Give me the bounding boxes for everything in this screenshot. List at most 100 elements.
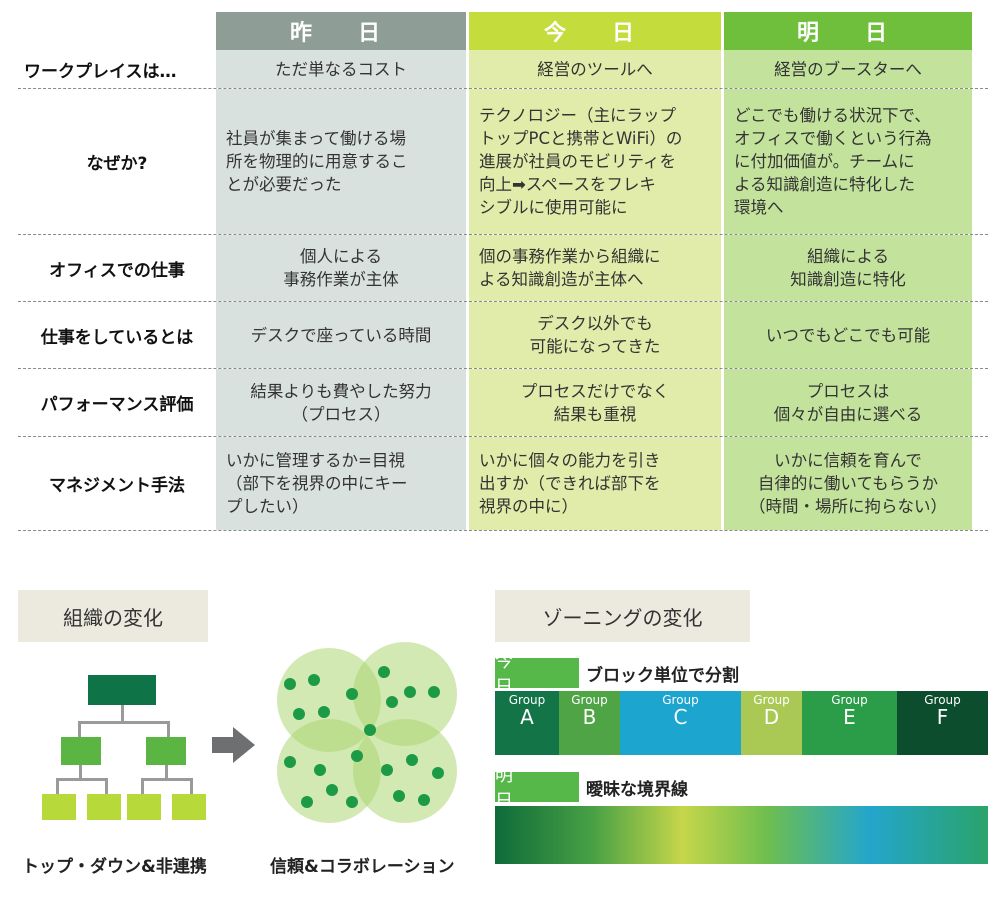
header-tomorrow: 明 日	[724, 12, 972, 50]
cell-text: いかに個々の能力を引き 出すか（できれば部下を 視界の中に）	[479, 451, 661, 516]
group-word: Group	[753, 693, 790, 707]
row-label: 仕事をしているとは	[40, 327, 194, 348]
cell-today: プロセスだけでなく 結果も重視	[469, 369, 721, 436]
cell-text: どこでも働ける状況下で、 オフィスで働くという行為 に付加価値が。チームに よる…	[734, 106, 932, 217]
collaboration-circles	[277, 642, 457, 823]
cell-text: 経営のブースターへ	[774, 59, 922, 79]
group-block-e: Group E	[802, 691, 897, 755]
group-block-f: Group F	[897, 691, 988, 755]
group-word: Group	[508, 693, 546, 707]
connector-line	[190, 778, 193, 794]
cell-today: 経営のツールへ	[469, 50, 721, 88]
cell-today: 個の事務作業から組織に よる知識創造が主体へ	[469, 235, 721, 301]
top-node	[88, 675, 156, 705]
cell-yesterday: 結果よりも費やした努力 （プロセス）	[216, 369, 466, 436]
group-block-c: Group C	[620, 691, 741, 755]
cell-tomorrow: いかに信頼を育んで 自律的に働いてもらうか （時間・場所に拘らない）	[724, 437, 972, 530]
tomorrow-tag: 明 日	[495, 765, 579, 812]
header-spacer	[18, 12, 216, 50]
cell-text: 経営のツールへ	[537, 59, 653, 79]
cell-text: デスク以外でも 可能になってきた	[529, 314, 661, 356]
middle-node	[146, 737, 186, 765]
cell-tomorrow: いつでもどこでも可能	[724, 302, 972, 368]
connector-line	[165, 765, 168, 779]
group-word: Group	[924, 693, 961, 707]
comparison-table: 昨 日 今 日 明 日 ワークプレイスは… ただ単なるコスト 経営のツールへ 経…	[18, 12, 988, 531]
connector-line	[105, 778, 108, 794]
cell-yesterday: 社員が集まって働ける場 所を物理的に用意するこ とが必要だった	[216, 89, 466, 234]
collab-circle	[353, 719, 457, 823]
bottom-node	[87, 794, 121, 820]
table-row: パフォーマンス評価 結果よりも費やした努力 （プロセス） プロセスだけでなく 結…	[18, 369, 988, 437]
connector-line	[141, 778, 193, 781]
cell-today: いかに個々の能力を引き 出すか（できれば部下を 視界の中に）	[469, 437, 721, 530]
connector-line	[56, 778, 59, 794]
bottom-node	[127, 794, 161, 820]
table-row: ワークプレイスは… ただ単なるコスト 経営のツールへ 経営のブースターへ	[18, 50, 988, 89]
cell-text: 個の事務作業から組織に よる知識創造が主体へ	[479, 247, 661, 289]
cell-yesterday: デスクで座っている時間	[216, 302, 466, 368]
group-letter: D	[763, 705, 780, 729]
table-row: マネジメント手法 いかに管理するか=目視 （部下を視界の中にキー プしたい） い…	[18, 437, 988, 531]
group-block-a: Group A	[495, 691, 559, 755]
cell-yesterday: ただ単なるコスト	[216, 50, 466, 88]
cell-yesterday: いかに管理するか=目視 （部下を視界の中にキー プしたい）	[216, 437, 466, 530]
bottom-node	[172, 794, 206, 820]
group-letter: A	[520, 705, 534, 729]
cell-text: 結果よりも費やした努力 （プロセス）	[250, 381, 432, 424]
cell-today: デスク以外でも 可能になってきた	[469, 302, 721, 368]
connector-line	[78, 721, 170, 724]
collaboration-caption: 信頼&コラボレーション	[270, 857, 455, 877]
table-row: オフィスでの仕事 個人による 事務作業が主体 個の事務作業から組織に よる知識創…	[18, 235, 988, 302]
cell-tomorrow: 組織による 知識創造に特化	[724, 235, 972, 301]
cell-text: 個人による 事務作業が主体	[283, 247, 399, 289]
group-word: Group	[662, 693, 699, 707]
group-word: Group	[571, 693, 608, 707]
group-letter: C	[673, 705, 688, 729]
row-label: オフィスでの仕事	[49, 260, 185, 281]
member-dots	[284, 666, 444, 808]
cell-yesterday: 個人による 事務作業が主体	[216, 235, 466, 301]
header-today: 今 日	[469, 12, 721, 50]
top-down-caption: トップ・ダウン&非連携	[22, 857, 207, 877]
row-label: なぜか?	[86, 154, 148, 174]
org-change-title: 組織の変化	[18, 590, 208, 642]
connector-line	[78, 721, 81, 737]
cell-text: 社員が集まって働ける場 所を物理的に用意するこ とが必要だった	[226, 129, 408, 194]
connector-line	[56, 778, 108, 781]
table-row: なぜか? 社員が集まって働ける場 所を物理的に用意するこ とが必要だった テクノ…	[18, 89, 988, 235]
row-label: マネジメント手法	[49, 476, 185, 496]
cell-text: いつでもどこでも可能	[765, 325, 931, 345]
cell-text: いかに信頼を育んで 自律的に働いてもらうか （時間・場所に拘らない）	[749, 451, 947, 516]
group-blocks: Group A Group B Group C Group D Group E …	[495, 691, 988, 755]
connector-line	[141, 778, 144, 794]
connector-line	[79, 765, 82, 779]
table-header-row: 昨 日 今 日 明 日	[18, 12, 988, 50]
blurred-boundary-bar	[495, 806, 988, 864]
group-letter: F	[936, 705, 949, 729]
cell-tomorrow: 経営のブースターへ	[724, 50, 972, 88]
group-block-d: Group D	[741, 691, 802, 755]
middle-node	[61, 737, 101, 765]
group-block-b: Group B	[559, 691, 620, 755]
group-word: Group	[831, 693, 868, 707]
cell-text: テクノロジー（主にラップ トップPCと携帯とWiFi）の 進展が社員のモビリティ…	[479, 106, 683, 217]
cell-text: いかに管理するか=目視 （部下を視界の中にキー プしたい）	[226, 451, 408, 516]
today-zoning-label: ブロック単位で分割	[586, 666, 739, 686]
cell-tomorrow: どこでも働ける状況下で、 オフィスで働くという行為 に付加価値が。チームに よる…	[724, 89, 972, 234]
row-label: パフォーマンス評価	[40, 395, 194, 415]
connector-line	[121, 705, 124, 723]
connector-line	[167, 721, 170, 737]
group-letter: B	[582, 705, 597, 729]
bottom-node	[42, 794, 76, 820]
tomorrow-zoning-label: 曖昧な境界線	[586, 780, 688, 800]
zoning-change-title: ゾーニングの変化	[495, 590, 750, 642]
group-letter: E	[843, 705, 856, 729]
today-tag: 今 日	[495, 651, 579, 698]
cell-text: プロセスだけでなく 結果も重視	[520, 381, 670, 424]
row-label: ワークプレイスは…	[24, 61, 177, 82]
cell-text: 組織による 知識創造に特化	[790, 247, 906, 289]
header-yesterday: 昨 日	[216, 12, 466, 50]
table-row: 仕事をしているとは デスクで座っている時間 デスク以外でも 可能になってきた い…	[18, 302, 988, 369]
cell-text: ただ単なるコスト	[275, 59, 407, 79]
